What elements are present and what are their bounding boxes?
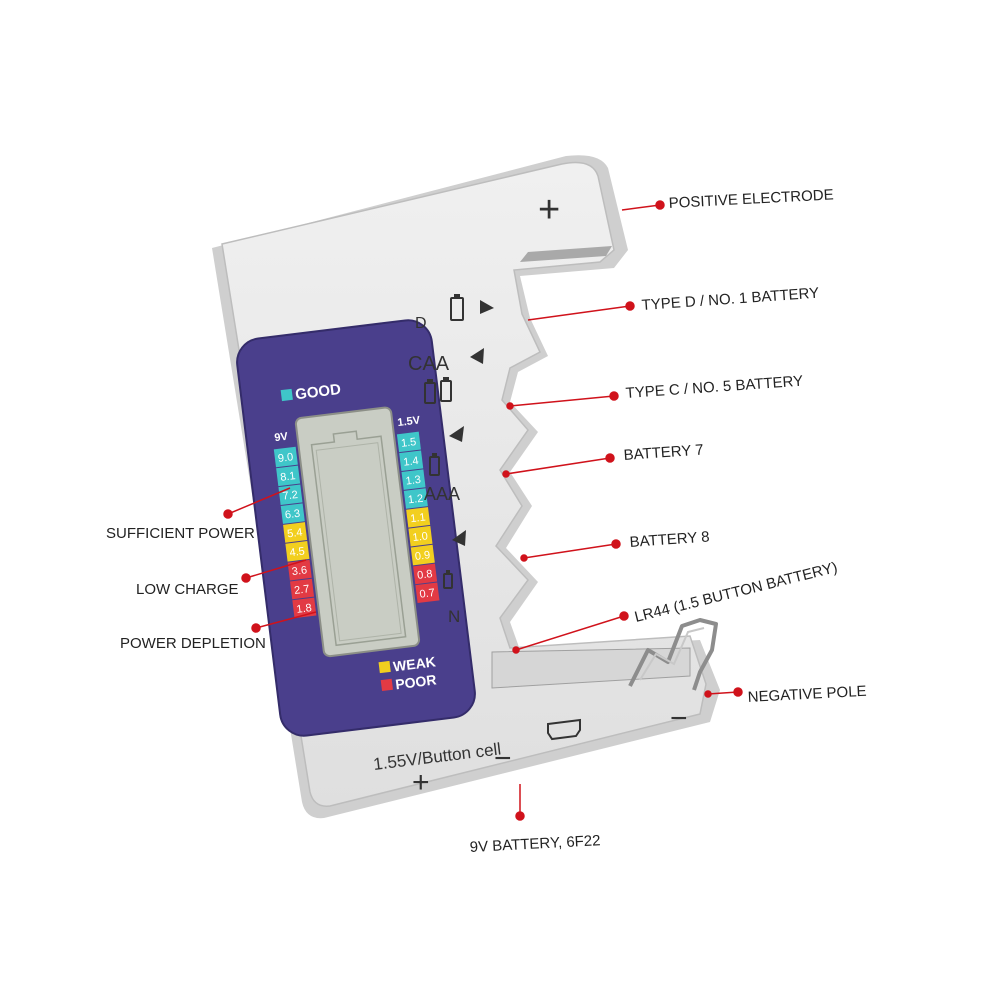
bottom-plus-symbol: + [412, 766, 430, 799]
scale-9v-value: 4.5 [289, 545, 306, 559]
callout-battery7: BATTERY 7 [623, 441, 704, 464]
scale-15v-cell [410, 544, 435, 566]
scale-9v-value: 9.0 [277, 451, 294, 465]
top-plus-symbol: + [538, 189, 560, 231]
scale-9v-cell [273, 446, 298, 468]
callout-power-depletion: POWER DEPLETION [120, 635, 266, 652]
scale-15v-header: 1.5V [397, 414, 422, 429]
scale-9v-header: 9V [274, 431, 289, 445]
slot-label-d: D [415, 315, 427, 332]
button-cell-icon [547, 718, 581, 741]
callout-negative-pole: NEGATIVE POLE [747, 683, 867, 706]
scale-15v-value: 1.5 [400, 436, 417, 450]
weak-label: WEAK [392, 653, 436, 674]
scale-9v-value: 7.2 [282, 489, 299, 503]
display-panel-content: GOOD 9V 1.5V 9.0 8.1 7.2 6.3 5.4 4.5 3.6 2.7 1.8… [273, 381, 440, 692]
poor-label: POOR [394, 671, 437, 692]
scale-9v-cell [276, 465, 301, 487]
scale-9v-value: 5.4 [287, 527, 304, 541]
negative-spring-contact [628, 618, 718, 691]
lcd-battery-outline [310, 430, 407, 647]
scale-15v-cell [413, 563, 438, 585]
scale-9v-cell [287, 559, 312, 581]
scale-9v-cell [290, 578, 315, 600]
arrow-battery8-icon [452, 530, 466, 546]
scale-15v-cell [403, 488, 428, 509]
positive-contact [520, 246, 612, 262]
poor-swatch [380, 678, 393, 692]
scale-9v-value: 1.8 [296, 602, 313, 616]
scale-15v-cell [396, 431, 421, 453]
right-minus-symbol: − [670, 702, 688, 735]
bottom-minus-symbol: − [494, 742, 512, 775]
arrow-d-icon [480, 300, 494, 314]
scale-15v: 1.5 1.4 1.3 1.2 1.1 1.0 0.9 0.8 0.7 [396, 431, 440, 604]
lcd-window [294, 406, 421, 658]
scale-15v-value: 0.9 [414, 549, 431, 563]
scale-9v-value: 8.1 [280, 470, 297, 484]
scale-15v-value: 1.2 [407, 493, 424, 507]
scale-9v-cell [285, 541, 310, 562]
arrow-battery7-icon [449, 426, 464, 442]
scale-15v-cell [401, 469, 426, 490]
scale-15v-cell [415, 582, 440, 604]
scale-9v-value: 2.7 [293, 583, 310, 597]
scale-9v-value: 3.6 [291, 564, 308, 578]
good-label: GOOD [294, 381, 342, 403]
callout-battery8: BATTERY 8 [629, 528, 710, 551]
scale-15v-value: 1.0 [412, 530, 429, 544]
callout-type-c: TYPE C / NO. 5 BATTERY [625, 373, 804, 402]
callout-lines [223, 200, 743, 821]
scale-15v-cell [408, 525, 433, 547]
callout-positive-electrode: POSITIVE ELECTRODE [668, 186, 834, 212]
scale-15v-value: 1.4 [403, 455, 420, 469]
callout-type-d: TYPE D / NO. 1 BATTERY [641, 285, 820, 314]
scale-15v-cell [406, 507, 431, 528]
scale-9v-cell [280, 503, 305, 524]
arrow-caa-icon [470, 348, 484, 364]
scale-15v-value: 1.1 [410, 511, 427, 525]
scale-15v-cell [399, 450, 424, 472]
scale-9v-cell [283, 522, 308, 543]
scale-9v-value: 6.3 [284, 508, 301, 522]
scale-15v-value: 0.8 [417, 568, 434, 582]
slot-label-aaa: AAA [424, 484, 460, 504]
scale-15v-value: 1.3 [405, 474, 422, 488]
callout-lr44: LR44 (1.5 BUTTON BATTERY) [633, 559, 839, 626]
callout-sufficient-power: SUFFICIENT POWER [106, 525, 255, 542]
callout-9v-battery: 9V BATTERY, 6F22 [469, 832, 601, 856]
good-swatch [280, 388, 293, 402]
scale-15v-value: 0.7 [419, 587, 436, 601]
slot-label-caa: CAA [408, 353, 450, 375]
callout-low-charge: LOW CHARGE [136, 581, 239, 598]
slot-label-n: N [448, 607, 460, 626]
weak-swatch [378, 660, 391, 674]
